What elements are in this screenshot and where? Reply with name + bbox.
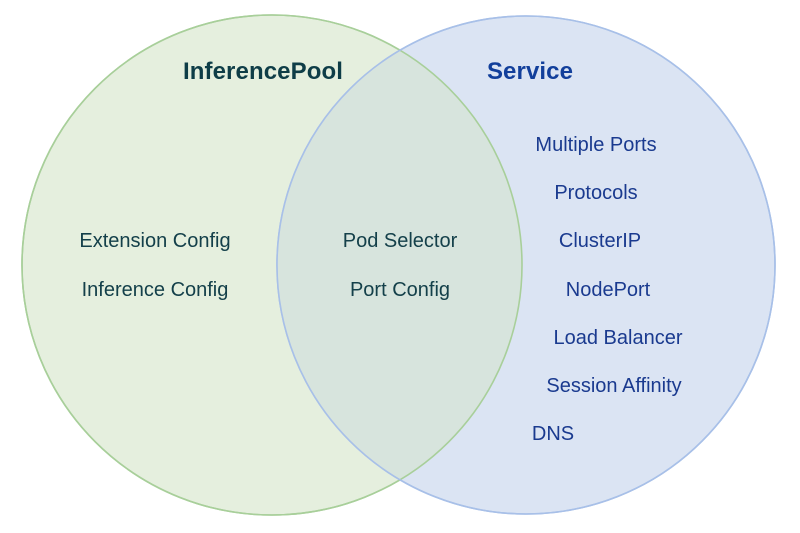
left-set-circle-outline [21, 14, 523, 516]
right-set-circle-outline [276, 15, 776, 515]
set-intersection-region [277, 16, 522, 514]
